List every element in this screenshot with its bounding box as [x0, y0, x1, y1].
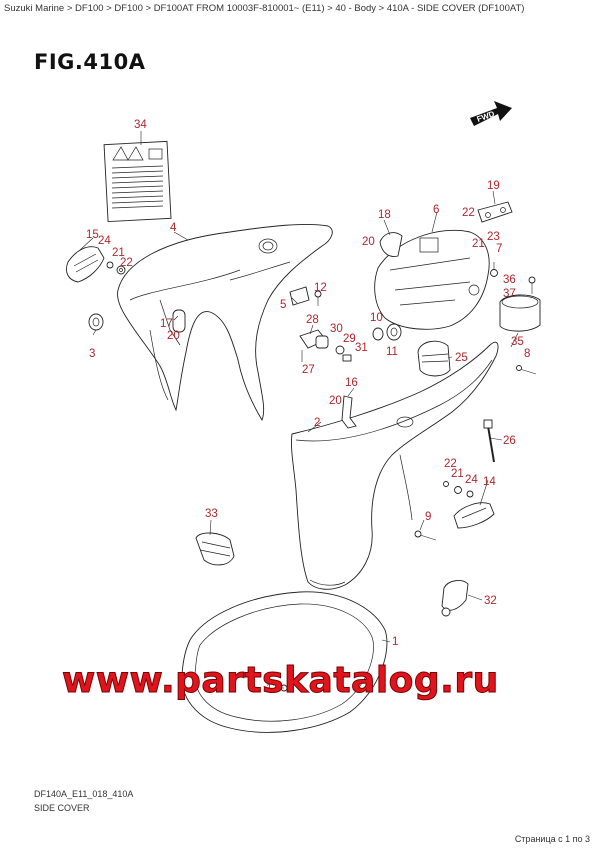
fwd-label: FWD [476, 109, 496, 124]
side-cover-lever-starboard-part [443, 481, 495, 529]
callout-1: 1 [392, 636, 398, 648]
callout-22a: 22 [462, 207, 475, 219]
callout-27: 27 [302, 364, 315, 376]
callout-28: 28 [306, 314, 319, 326]
callout-22c: 22 [444, 458, 457, 470]
callout-15: 15 [86, 229, 99, 241]
callout-25: 25 [455, 352, 468, 364]
watermark: www.partskatalog.ru [62, 660, 499, 702]
long-bolt-part [414, 530, 437, 541]
warning-label-part [103, 140, 172, 223]
figure-title: FIG.410A [34, 50, 146, 74]
callout-21b: 21 [112, 247, 125, 259]
bracket-clip-part [477, 201, 513, 223]
callout-18: 18 [378, 209, 391, 221]
callout-12: 12 [314, 282, 327, 294]
callout-24a: 24 [98, 235, 111, 247]
callout-11: 11 [386, 346, 398, 358]
callout-31: 31 [355, 342, 368, 354]
callout-22b: 22 [120, 257, 133, 269]
callout-17: 17 [160, 318, 173, 330]
callout-29: 29 [343, 333, 356, 345]
lower-side-cover-part [291, 341, 499, 590]
switch-assembly-part [299, 329, 352, 362]
callout-9: 9 [425, 511, 431, 523]
callout-13: 13 [266, 683, 279, 695]
callout-37: 37 [503, 288, 516, 300]
callout-32: 32 [484, 595, 497, 607]
leader-lines [79, 131, 519, 689]
callout-10: 10 [370, 312, 383, 324]
callout-36: 36 [503, 274, 516, 286]
callout-5: 5 [280, 299, 286, 311]
collar-part [372, 323, 402, 341]
callout-21a: 21 [472, 238, 485, 250]
bottom-seal-part [181, 591, 388, 733]
callout-24b: 24 [465, 474, 478, 486]
callout-8: 8 [524, 348, 530, 360]
screw-part [516, 365, 537, 375]
side-cover-lever-part [66, 246, 126, 283]
callout-20a: 20 [362, 236, 375, 248]
callout-6: 6 [433, 204, 439, 216]
retainer-clip-part [441, 580, 469, 617]
callout-21c: 21 [451, 468, 464, 480]
callout-3: 3 [89, 348, 95, 360]
callout-labels: 34 19 18 6 22 20 23 21 7 36 37 15 24 21 … [86, 119, 530, 695]
figure-code: DF140A_E11_018_410A [34, 789, 134, 799]
callout-4: 4 [170, 222, 177, 234]
seal-ring-part [499, 294, 541, 332]
page-indicator: Страница с 1 по 3 [514, 834, 590, 844]
callout-2: 2 [314, 417, 320, 429]
callout-34: 34 [134, 119, 147, 131]
cable-tie-part [483, 419, 495, 463]
callout-16: 16 [345, 377, 358, 389]
callout-19: 19 [487, 180, 500, 192]
callout-23: 23 [487, 231, 500, 243]
clip-part [341, 395, 357, 429]
callout-33: 33 [205, 508, 218, 520]
grommet-part [88, 313, 104, 331]
figure-caption: SIDE COVER [34, 803, 90, 813]
callout-14: 14 [483, 476, 496, 488]
bolt-part [490, 262, 536, 294]
breadcrumb[interactable]: Suzuki Marine > DF100 > DF100 > DF100AT … [4, 3, 525, 14]
callout-7: 7 [496, 243, 502, 255]
callout-26: 26 [503, 435, 516, 447]
bracket-assembly-part [374, 229, 490, 330]
callout-20b: 20 [167, 330, 180, 342]
drain-plug-part [195, 532, 235, 566]
callout-35: 35 [511, 336, 524, 348]
rubber-plug-part [417, 340, 451, 377]
fwd-arrow-icon: FWD [470, 101, 512, 126]
callout-30: 30 [330, 323, 343, 335]
upper-side-cover-part [117, 223, 333, 422]
callout-20c: 20 [329, 395, 342, 407]
